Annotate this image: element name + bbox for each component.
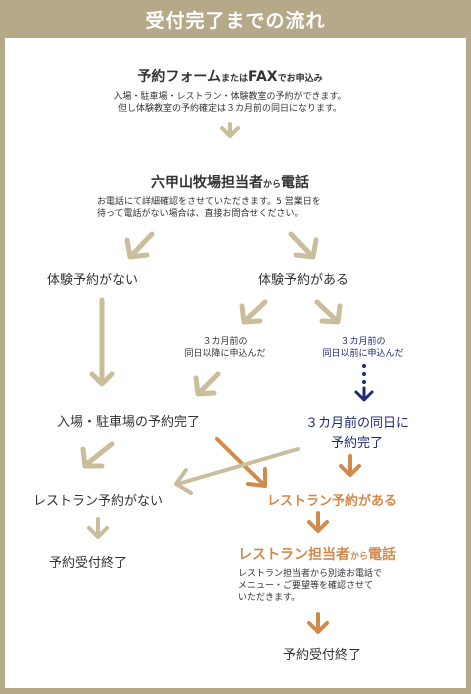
arrow-rest-yes-to-call-head: [307, 520, 329, 533]
arrow-to-experience-head: [293, 237, 319, 260]
arrow-to-experience: [288, 231, 313, 257]
sub-before-three-months: ３カ月前の 同日以前に申込んだ: [322, 337, 404, 359]
arrow-navy-head: [354, 390, 374, 402]
restaurant-none: レストラン予約がない: [33, 494, 164, 509]
end-right: 予約受付終了: [283, 648, 362, 663]
flow-panel: 予約フォームまたはFAXでお申込み 入場・駐車場・レストラン・体験教室の予約がで…: [5, 38, 466, 688]
arrow-to-before: [314, 299, 338, 322]
arrow-after-to-complete: [198, 371, 221, 394]
step1-description: 入場・駐車場・レストラン・体験教室の予約ができます。 但し体験教室の予約確定は３…: [113, 92, 347, 114]
page-header: 受付完了までの流れ: [0, 0, 471, 38]
arrow-to-after-head: [239, 303, 263, 325]
sub-after-three-months: ３カ月前の 同日以降に申込んだ: [184, 337, 266, 359]
restaurant-yes: レストラン予約がある: [267, 494, 398, 509]
arrow-to-no-experience-head: [124, 237, 150, 260]
complete-entry-parking: 入場・駐車場の予約完了: [57, 415, 201, 430]
navy-dot-2: [362, 372, 366, 376]
step2-title: 六甲山牧場担当者から電話: [150, 175, 310, 191]
page-title: 受付完了までの流れ: [145, 9, 326, 32]
branch-no-experience: 体験予約がない: [47, 273, 139, 288]
branch-experience: 体験予約がある: [258, 273, 350, 288]
arrow-complete-to-rest-none: [85, 441, 115, 466]
arrow-left-long-head: [89, 371, 115, 387]
flow-arrows: [80, 122, 374, 634]
arrow-right-complete-to-rest-yes-head: [339, 464, 361, 477]
arrow-complete-to-rest-none-head: [80, 446, 105, 469]
arrow-to-before-head: [319, 303, 343, 325]
navy-dot-1: [362, 364, 366, 368]
navy-dot-3: [362, 380, 366, 384]
arrow-right-complete-to-rest-none-head: [174, 468, 193, 495]
restaurant-call-title: レストラン担当者から電話: [238, 547, 397, 563]
arrow-to-no-experience: [130, 231, 155, 257]
arrow-complete-to-rest-yes-head: [246, 467, 267, 488]
end-left: 予約受付終了: [49, 556, 128, 571]
step2-description: お電話にて詳細確認をさせていただきます。5 営業日を 待って電話がない場合は、直…: [97, 197, 321, 219]
arrow-after-to-complete-head: [193, 375, 217, 397]
restaurant-call-description: レストラン担当者から別途お電話で メニュー・ご要望等を確認させて いただきます。: [238, 569, 383, 603]
arrow-right-complete-to-rest-none: [176, 447, 300, 486]
arrow-complete-to-rest-yes: [215, 437, 265, 486]
arrow-rest-none-to-end-head: [87, 526, 109, 539]
complete-three-months: ３カ月前の同日に 予約完了: [304, 416, 410, 451]
arrow-to-after: [244, 299, 268, 322]
arrow-call-to-end-head: [307, 621, 329, 634]
step1-title: 予約フォームまたはFAXでお申込み: [137, 69, 323, 85]
